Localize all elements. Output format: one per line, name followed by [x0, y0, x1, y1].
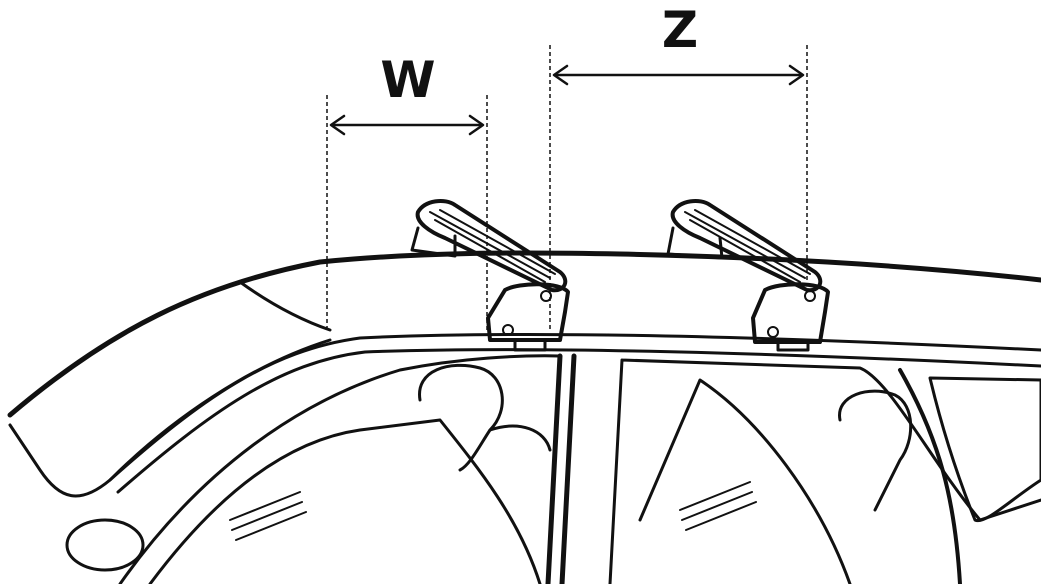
rear-foot-outer: [751, 282, 830, 344]
quarter-window: [928, 376, 1041, 523]
rear-crossbar: [670, 198, 823, 293]
front-seat: [488, 424, 552, 452]
roof-rack-rear: [666, 198, 830, 352]
b-pillar-left: [545, 353, 563, 584]
windshield-edge: [238, 280, 332, 332]
glass-reflections: [229, 481, 757, 541]
front-foot-inner: [410, 226, 457, 258]
front-window-glass: [148, 418, 542, 584]
front-window-frame: [118, 354, 562, 584]
rear-window-frame: [608, 358, 1041, 584]
front-crossbar: [415, 198, 568, 293]
rear-headrest: [838, 389, 913, 512]
side-mirror: [65, 518, 145, 572]
side-windows: [65, 353, 1041, 584]
roof-rail-lower: [116, 348, 1041, 494]
dimension-z-label: Z: [662, 1, 698, 59]
roof-rail-upper: [108, 332, 1041, 482]
rear-window-glass: [638, 378, 852, 584]
dimension-w-label: W: [380, 51, 435, 109]
front-headrest: [418, 363, 504, 472]
dimension-w: W: [326, 51, 488, 330]
c-pillar: [898, 368, 962, 584]
front-foot-outer: [486, 282, 570, 342]
b-pillar-right: [559, 353, 577, 584]
roof-rack-front: [410, 198, 570, 352]
dimension-z: Z: [549, 1, 808, 330]
rear-foot-inner: [666, 226, 724, 260]
roof-line: [7, 250, 1041, 418]
windshield-band: [8, 338, 332, 498]
car-body: [7, 250, 1041, 498]
